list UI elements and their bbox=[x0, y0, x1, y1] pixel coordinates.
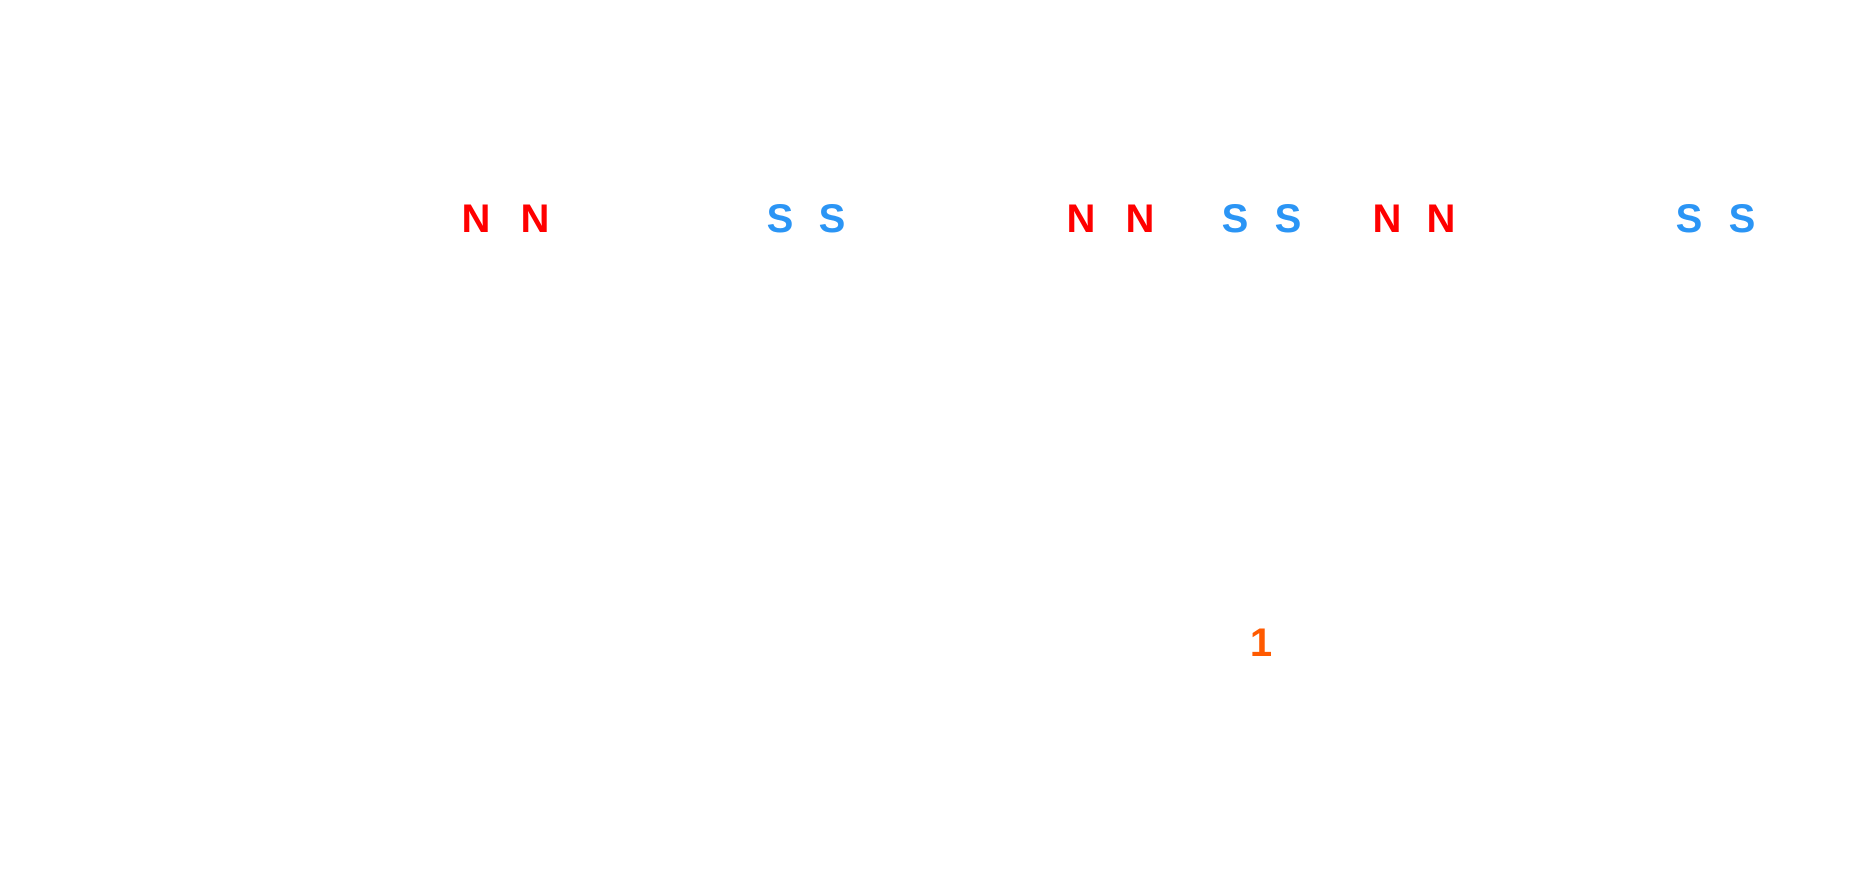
pole-label-south: S bbox=[1274, 197, 1302, 241]
pole-label-south: S bbox=[766, 197, 794, 241]
marker-label: 1 bbox=[1249, 621, 1273, 665]
pole-label-south: S bbox=[818, 197, 846, 241]
pole-label-south: S bbox=[1728, 197, 1756, 241]
pole-label-north: N bbox=[1426, 197, 1456, 241]
pole-label-north: N bbox=[1125, 197, 1155, 241]
pole-label-north: N bbox=[520, 197, 550, 241]
pole-label-south: S bbox=[1675, 197, 1703, 241]
pole-label-north: N bbox=[1372, 197, 1402, 241]
pole-label-north: N bbox=[1066, 197, 1096, 241]
pole-label-north: N bbox=[461, 197, 491, 241]
pole-label-south: S bbox=[1221, 197, 1249, 241]
